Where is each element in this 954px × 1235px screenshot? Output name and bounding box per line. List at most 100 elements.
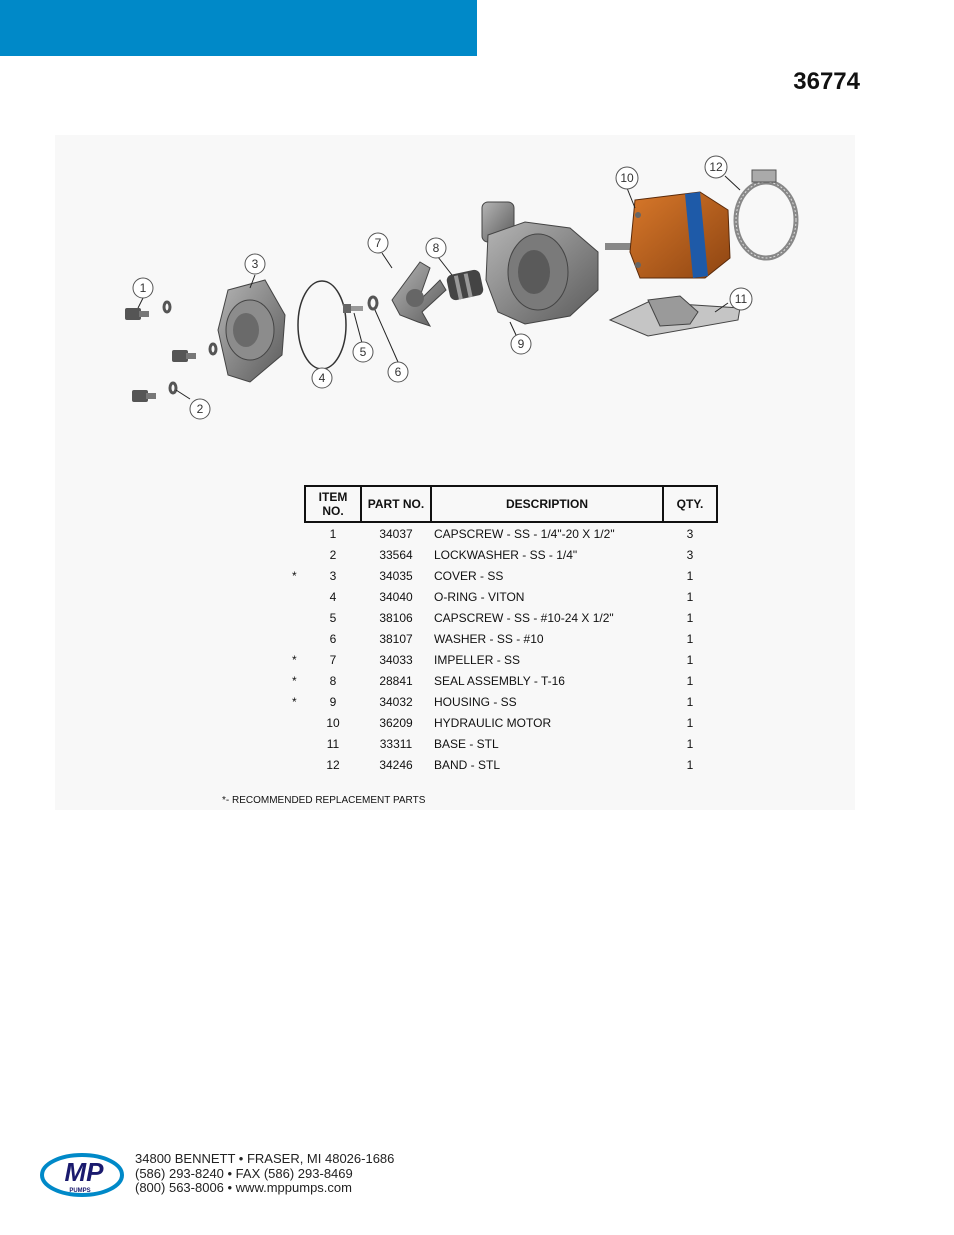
row-mark xyxy=(292,607,305,628)
row-description: HOUSING - SS xyxy=(434,694,517,709)
row-qty: 3 xyxy=(686,547,694,562)
row-mark xyxy=(292,544,305,565)
row-qty: 1 xyxy=(686,673,694,688)
svg-text:7: 7 xyxy=(375,236,382,250)
row-qty: 1 xyxy=(686,757,694,772)
svg-text:2: 2 xyxy=(197,402,204,416)
tollfree-web-line: (800) 563-8006 • www.mppumps.com xyxy=(135,1180,352,1195)
row-part-no: 34246 xyxy=(379,757,413,772)
row-qty: 1 xyxy=(686,715,694,730)
lockwasher-part xyxy=(162,300,218,395)
row-qty: 1 xyxy=(686,652,694,667)
row-description: SEAL ASSEMBLY - T-16 xyxy=(434,673,565,688)
row-item-no: 10 xyxy=(326,715,340,730)
row-description: O-RING - VITON xyxy=(434,589,525,604)
svg-text:9: 9 xyxy=(518,337,525,351)
footnote: *- RECOMMENDED REPLACEMENT PARTS xyxy=(222,795,426,806)
row-mark xyxy=(292,712,305,733)
base-part xyxy=(608,295,741,337)
callout-1: 1 xyxy=(132,277,154,299)
table-row: * 8 28841 SEAL ASSEMBLY - T-16 1 xyxy=(292,670,717,691)
row-qty: 1 xyxy=(686,694,694,709)
seal-assembly-part xyxy=(446,269,484,301)
row-part-no: 28841 xyxy=(379,673,413,688)
callout-8: 8 xyxy=(425,237,447,259)
row-description: CAPSCREW - SS - #10-24 X 1/2" xyxy=(434,610,614,625)
row-part-no: 33311 xyxy=(379,736,413,751)
row-item-no: 2 xyxy=(329,547,337,562)
row-part-no: 34033 xyxy=(379,652,413,667)
svg-text:8: 8 xyxy=(433,241,440,255)
small-capscrew-part xyxy=(343,304,363,313)
callout-10: 10 xyxy=(615,166,639,190)
row-item-no: 3 xyxy=(329,568,337,583)
svg-text:PUMPS: PUMPS xyxy=(69,1188,90,1194)
phone-line: (586) 293-8240 • FAX (586) 293-8469 xyxy=(135,1165,353,1181)
row-part-no: 38106 xyxy=(379,610,413,625)
callout-5: 5 xyxy=(352,341,374,363)
band-part xyxy=(733,169,799,261)
table-row: 5 38106 CAPSCREW - SS - #10-24 X 1/2" 1 xyxy=(292,607,717,628)
mp-pumps-logo: MP PUMPS xyxy=(40,1153,124,1197)
row-qty: 1 xyxy=(686,568,694,583)
row-qty: 1 xyxy=(686,589,694,604)
row-qty: 1 xyxy=(686,610,694,625)
row-description: WASHER - SS - #10 xyxy=(434,631,544,646)
row-mark: * xyxy=(292,673,297,688)
description-header: DESCRIPTION xyxy=(430,485,664,523)
callout-11: 11 xyxy=(729,287,753,311)
svg-text:11: 11 xyxy=(735,292,748,306)
row-description: IMPELLER - SS xyxy=(434,652,521,667)
row-qty: 3 xyxy=(686,526,694,541)
svg-text:6: 6 xyxy=(395,365,402,379)
row-item-no: 11 xyxy=(326,736,340,751)
part-no-header: PART NO. xyxy=(360,485,432,523)
callout-7: 7 xyxy=(367,232,389,254)
table-row: 11 33311 BASE - STL 1 xyxy=(292,733,717,754)
row-part-no: 36209 xyxy=(379,715,413,730)
row-description: LOCKWASHER - SS - 1/4" xyxy=(434,547,578,562)
row-part-no: 34037 xyxy=(379,526,413,541)
svg-text:10: 10 xyxy=(620,171,634,185)
svg-text:5: 5 xyxy=(360,345,367,359)
callout-12: 12 xyxy=(704,155,728,179)
document-number: 36774 xyxy=(793,68,860,95)
row-item-no: 6 xyxy=(329,631,337,646)
row-part-no: 34040 xyxy=(379,589,413,604)
o-ring-part xyxy=(297,280,347,370)
row-part-no: 34035 xyxy=(379,568,413,583)
row-qty: 1 xyxy=(686,736,694,751)
row-description: HYDRAULIC MOTOR xyxy=(434,715,552,730)
cover-part xyxy=(217,279,286,383)
row-description: BASE - STL xyxy=(434,736,499,751)
row-item-no: 1 xyxy=(329,526,337,541)
row-mark: * xyxy=(292,694,297,709)
impeller-part xyxy=(391,261,447,327)
housing-part xyxy=(481,201,599,325)
svg-text:12: 12 xyxy=(709,160,723,174)
row-mark xyxy=(292,754,305,775)
washer-part xyxy=(367,295,379,311)
row-item-no: 5 xyxy=(329,610,337,625)
table-row: 10 36209 HYDRAULIC MOTOR 1 xyxy=(292,712,717,733)
row-part-no: 33564 xyxy=(379,547,413,562)
svg-text:3: 3 xyxy=(252,257,259,271)
table-row: 4 34040 O-RING - VITON 1 xyxy=(292,586,717,607)
row-mark xyxy=(292,586,305,607)
callout-3: 3 xyxy=(244,253,266,275)
row-mark: * xyxy=(292,652,297,667)
row-item-no: 9 xyxy=(329,694,337,709)
row-item-no: 8 xyxy=(329,673,337,688)
mark-column-header xyxy=(292,486,305,522)
svg-text:1: 1 xyxy=(140,281,147,295)
row-item-no: 4 xyxy=(329,589,337,604)
row-description: BAND - STL xyxy=(434,757,501,772)
